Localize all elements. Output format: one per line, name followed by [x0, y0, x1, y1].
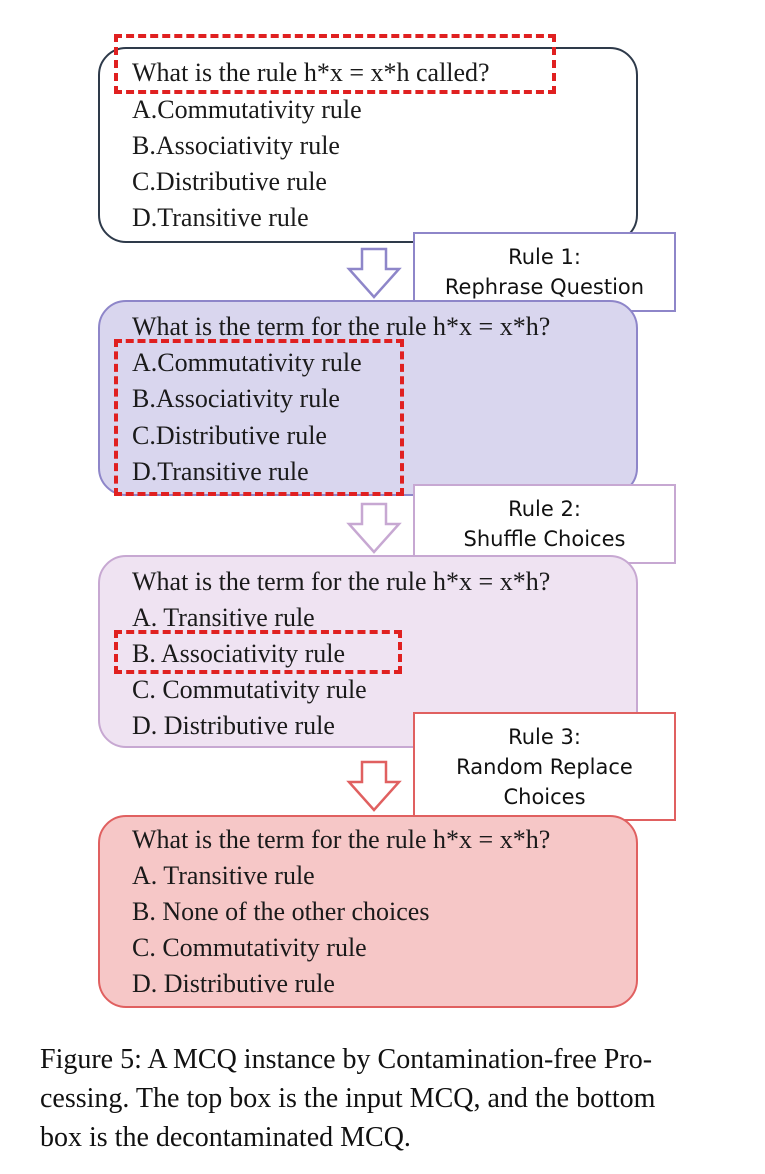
figure-caption: Figure 5: A MCQ instance by Contaminatio… — [40, 1040, 760, 1157]
rule-3-text-line2: Choices — [503, 785, 586, 809]
caption-line-2: cessing. The top box is the input MCQ, a… — [40, 1083, 656, 1114]
stage2-choice-d: D.Transitive rule — [132, 457, 309, 486]
stage2-choice-a: A.Commutativity rule — [132, 348, 362, 377]
caption-line-3: box is the decontaminated MCQ. — [40, 1122, 411, 1153]
stage2-choice-c: C.Distributive rule — [132, 421, 327, 450]
stage1-question: What is the rule h*x = x*h called? — [132, 58, 490, 87]
stage1-choice-b: B.Associativity rule — [132, 131, 340, 160]
stage3-choice-a: A. Transitive rule — [132, 603, 315, 632]
stage3-question: What is the term for the rule h*x = x*h? — [132, 567, 551, 596]
rule-1-title: Rule 1: — [508, 245, 581, 269]
rule-2-text: Shuffle Choices — [463, 527, 626, 551]
stage1-choice-c: C.Distributive rule — [132, 167, 327, 196]
stage2-question: What is the term for the rule h*x = x*h? — [132, 312, 551, 341]
stage3-choice-c: C. Commutativity rule — [132, 675, 367, 704]
rule-2-title: Rule 2: — [508, 497, 581, 521]
stage2-choice-b: B.Associativity rule — [132, 384, 340, 413]
stage4-choice-a: A. Transitive rule — [132, 861, 315, 890]
stage3-choice-b: B. Associativity rule — [132, 639, 346, 668]
stage4-choice-b: B. None of the other choices — [132, 897, 430, 926]
down-arrow-icon — [346, 760, 402, 812]
stage3-choice-d: D. Distributive rule — [132, 711, 335, 740]
rephrased-mcq-box — [98, 300, 638, 496]
rule-1-label: Rule 1: Rephrase Question — [413, 232, 676, 312]
stage4-choice-c: C. Commutativity rule — [132, 933, 367, 962]
stage4-choice-d: D. Distributive rule — [132, 969, 335, 998]
stage1-choice-d: D.Transitive rule — [132, 203, 309, 232]
stage1-choice-a: A.Commutativity rule — [132, 95, 362, 124]
caption-line-1: Figure 5: A MCQ instance by Contaminatio… — [40, 1044, 653, 1075]
stage4-question: What is the term for the rule h*x = x*h? — [132, 825, 551, 854]
down-arrow-icon — [346, 502, 402, 554]
input-mcq-box — [98, 47, 638, 243]
down-arrow-icon — [346, 247, 402, 299]
rule-2-label: Rule 2: Shuffle Choices — [413, 484, 676, 564]
decontaminated-mcq-box — [98, 815, 638, 1008]
rule-3-text-line1: Random Replace — [456, 755, 633, 779]
rule-1-text: Rephrase Question — [444, 275, 645, 299]
rule-3-title: Rule 3: — [508, 725, 581, 749]
rule-3-label: Rule 3: Random Replace Choices — [413, 712, 676, 821]
